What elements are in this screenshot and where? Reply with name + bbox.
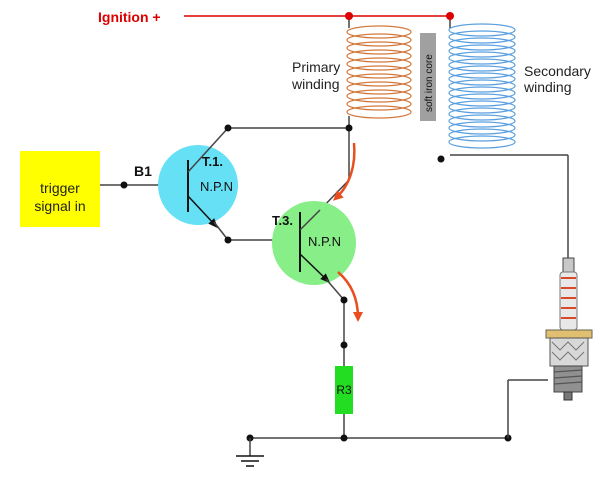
secondary-winding-loop — [448, 58, 516, 72]
primary-winding-label-line1: Primary — [292, 59, 340, 75]
t3-emitter — [299, 253, 331, 284]
t1-emitter-lead — [213, 221, 229, 241]
node-primary-bottom — [345, 124, 353, 132]
trigger-signal-box — [20, 151, 100, 227]
supply-node-secondary — [446, 12, 454, 20]
primary-winding-loop — [346, 89, 412, 103]
secondary-winding-loop — [448, 114, 516, 128]
trigger-label-line1: trigger — [40, 180, 80, 196]
secondary-winding-loop — [448, 93, 516, 107]
primary-winding-loop — [346, 33, 412, 47]
supply-node-primary — [345, 12, 353, 20]
secondary-winding-loop — [448, 72, 516, 86]
primary-winding-loop — [346, 81, 412, 95]
transistor-t3-body — [272, 201, 356, 285]
secondary-winding-label-line1: Secondary — [524, 63, 591, 79]
node-t1-collector — [224, 124, 232, 132]
primary-winding-loop — [346, 97, 412, 111]
secondary-winding-label-line2: winding — [523, 79, 571, 95]
secondary-winding-loop — [448, 37, 516, 51]
secondary-winding-loop — [448, 23, 516, 37]
node-r3-top — [340, 341, 348, 349]
t3-name-label: T.3. — [272, 213, 293, 228]
secondary-winding-loop — [448, 135, 516, 149]
primary-winding-label-line2: winding — [291, 76, 339, 92]
core-label: soft iron core — [424, 54, 435, 112]
secondary-winding-loop — [448, 65, 516, 79]
current-arrow-emitter — [337, 271, 363, 322]
ignition-label: Ignition + — [98, 9, 161, 25]
current-arrow-collector — [333, 142, 356, 201]
primary-winding-loop — [346, 49, 412, 63]
secondary-winding-loop — [448, 121, 516, 135]
node-t3-emitter — [340, 296, 348, 304]
secondary-winding-loop — [448, 107, 516, 121]
t1-emitter — [187, 195, 219, 229]
t3-emitter-lead — [325, 278, 345, 301]
secondary-winding-loop — [448, 44, 516, 58]
soft-iron-core — [420, 33, 436, 121]
primary-winding-loop — [346, 41, 412, 55]
primary-winding-loop — [346, 65, 412, 79]
secondary-winding-loop — [448, 79, 516, 93]
t1-collector — [187, 127, 229, 173]
transistor-t1-body — [158, 145, 238, 225]
secondary-winding — [448, 23, 516, 149]
node-t1-emitter — [224, 236, 232, 244]
secondary-winding-loop — [448, 86, 516, 100]
r3-label: R3 — [336, 383, 352, 397]
primary-winding-loop — [346, 105, 412, 119]
node-secondary-output — [437, 155, 445, 163]
node-ground-r3 — [340, 434, 348, 442]
primary-winding-loop — [346, 25, 412, 39]
b1-label: B1 — [134, 163, 152, 179]
secondary-winding-loop — [448, 30, 516, 44]
t1-name-label: T.1. — [202, 154, 223, 169]
primary-winding-loop — [346, 57, 412, 71]
resistor-r3 — [335, 366, 353, 414]
node-trigger-out — [120, 181, 128, 189]
secondary-winding-loop — [448, 128, 516, 142]
secondary-winding-loop — [448, 51, 516, 65]
ground-icon — [236, 438, 264, 467]
t3-type-label: N.P.N — [308, 234, 341, 249]
t1-type-label: N.P.N — [200, 179, 233, 194]
t3-collector — [299, 209, 321, 231]
secondary-winding-loop — [448, 100, 516, 114]
trigger-label-line2: signal in — [34, 198, 85, 214]
primary-winding — [346, 25, 412, 119]
primary-winding-loop — [346, 73, 412, 87]
spark-plug-icon — [545, 257, 593, 401]
